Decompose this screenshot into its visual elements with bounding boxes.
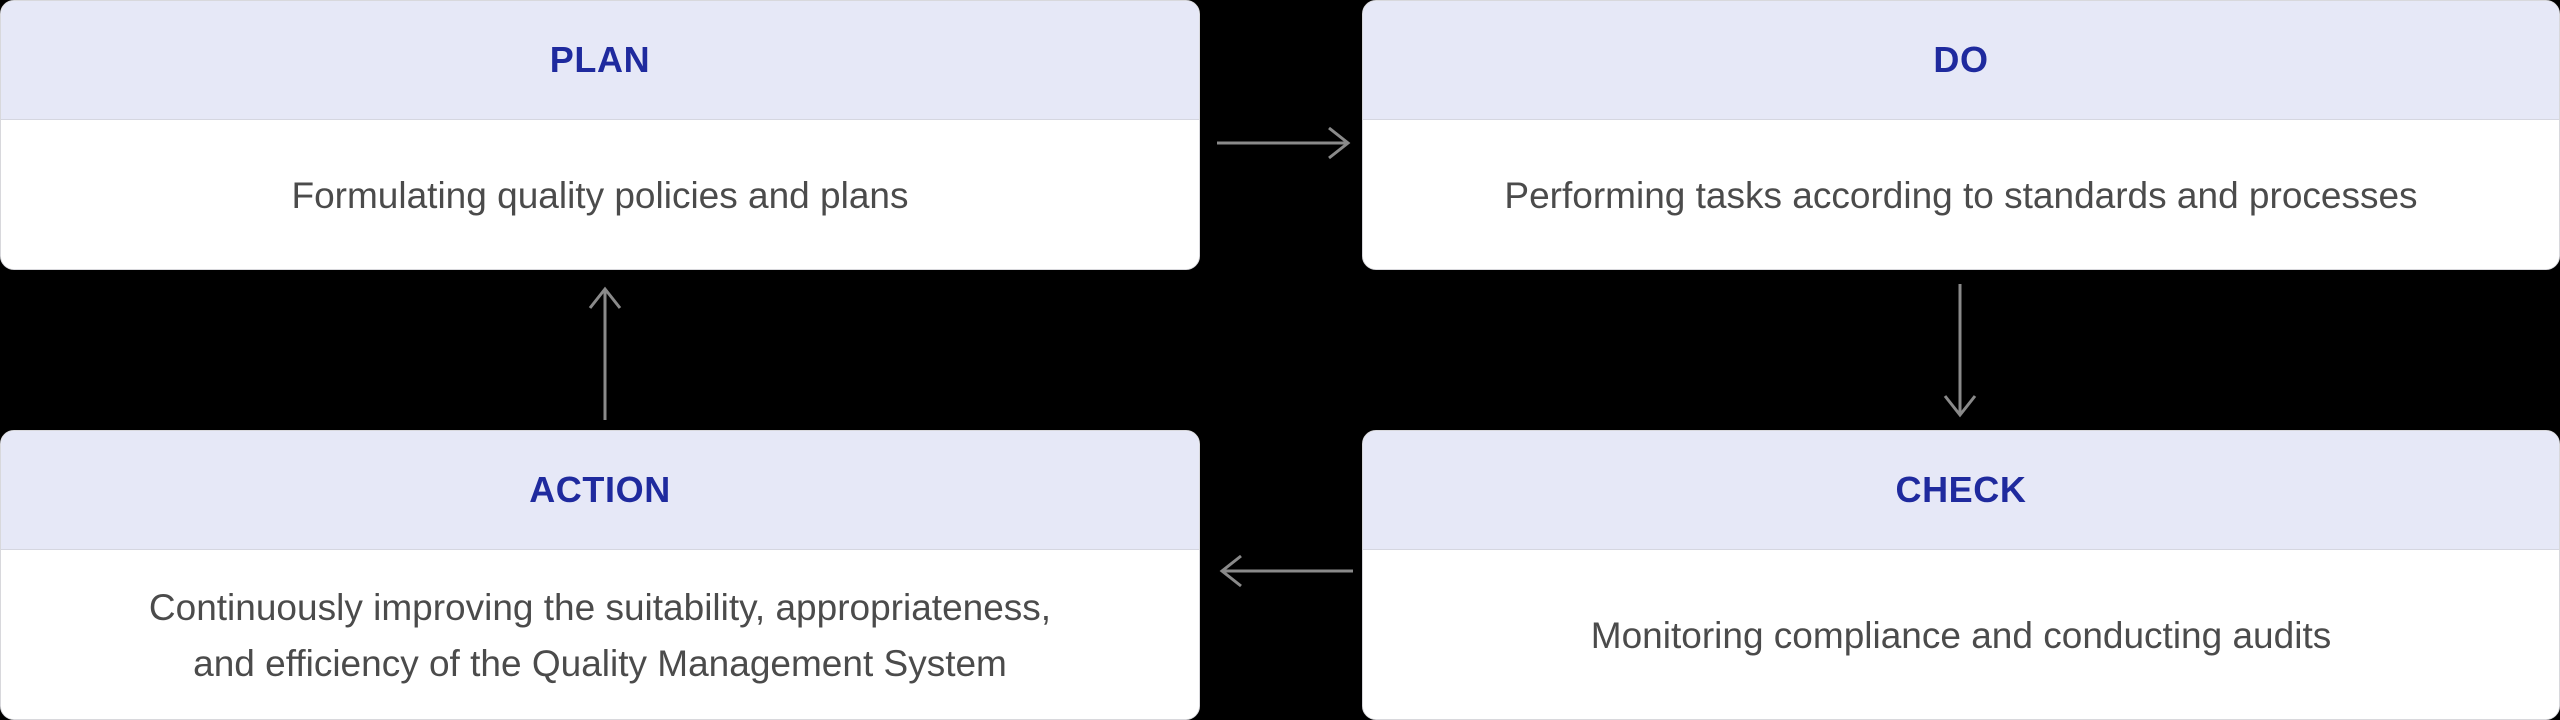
card-action-title: ACTION: [529, 469, 671, 510]
card-check-body: Monitoring compliance and conducting aud…: [1363, 550, 2559, 719]
arrow-up-icon: [570, 282, 640, 422]
card-action-body: Continuously improving the suitability, …: [1, 550, 1199, 719]
card-action-description: Continuously improving the suitability, …: [149, 580, 1051, 692]
card-plan-description: Formulating quality policies and plans: [291, 174, 909, 216]
card-do-body: Performing tasks according to standards …: [1363, 120, 2559, 269]
card-plan[interactable]: PLAN Formulating quality policies and pl…: [0, 0, 1200, 270]
card-do-header: DO: [1363, 1, 2559, 120]
card-action-description-line-2: and efficiency of the Quality Management…: [193, 643, 1007, 684]
card-action[interactable]: ACTION Continuously improving the suitab…: [0, 430, 1200, 720]
card-do[interactable]: DO Performing tasks according to standar…: [1362, 0, 2560, 270]
card-do-title: DO: [1933, 39, 1989, 80]
card-check-title: CHECK: [1895, 469, 2027, 510]
card-plan-title: PLAN: [549, 39, 651, 80]
arrow-down-icon: [1925, 282, 1995, 422]
card-plan-body: Formulating quality policies and plans: [1, 120, 1199, 269]
card-check-description: Monitoring compliance and conducting aud…: [1590, 614, 2332, 656]
card-action-header: ACTION: [1, 431, 1199, 550]
arrow-left-icon: [1215, 546, 1355, 596]
card-check-header: CHECK: [1363, 431, 2559, 550]
card-action-description-line-1: Continuously improving the suitability, …: [148, 586, 1052, 628]
card-do-description: Performing tasks according to standards …: [1504, 174, 2418, 216]
card-check[interactable]: CHECK Monitoring compliance and conducti…: [1362, 430, 2560, 720]
arrow-right-icon: [1215, 118, 1355, 168]
card-plan-header: PLAN: [1, 1, 1199, 120]
